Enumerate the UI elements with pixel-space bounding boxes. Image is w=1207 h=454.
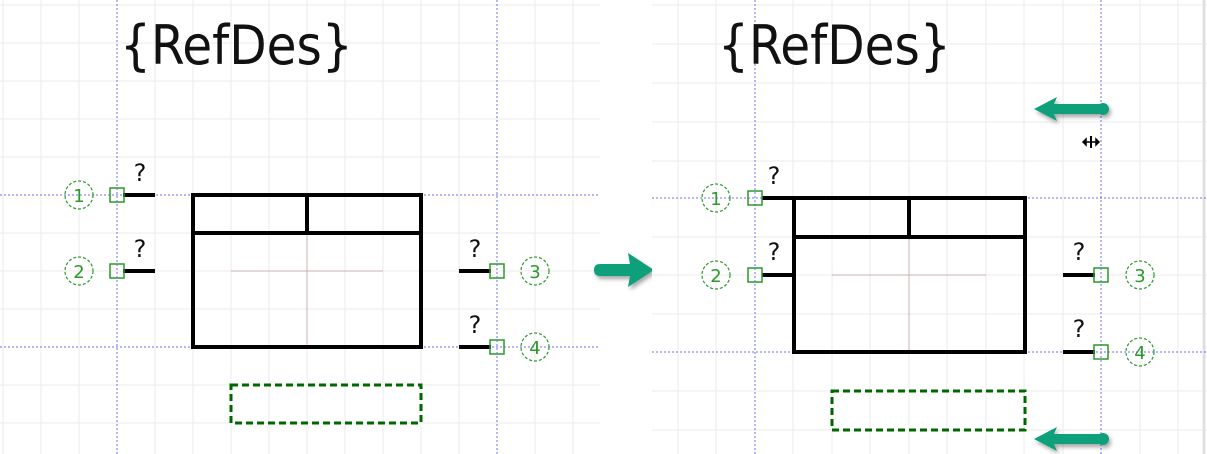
pin-number: 3 xyxy=(1134,266,1145,287)
pin-1[interactable]: 1 ? xyxy=(64,159,155,210)
left-arrow-icon xyxy=(1034,427,1109,451)
move-horizontal-cursor-icon xyxy=(1081,136,1101,148)
component-body[interactable] xyxy=(191,193,423,349)
pin-number-circle xyxy=(701,183,731,213)
pin-1[interactable]: 1 ? xyxy=(701,162,794,213)
pin-number-circle xyxy=(701,260,731,290)
pin-name: ? xyxy=(1073,315,1086,343)
pin-marker[interactable] xyxy=(109,263,125,279)
after-canvas: {RefDes} 1 ? 2 ? 3 xyxy=(652,0,1207,454)
pin-number: 1 xyxy=(710,189,721,210)
pin-number-circle xyxy=(520,332,550,362)
pin-marker[interactable] xyxy=(1093,344,1109,360)
before-canvas: {RefDes} 1 ? 2 ? 3 xyxy=(0,0,600,454)
pin-marker[interactable] xyxy=(489,263,505,279)
pin-4[interactable]: 4 ? xyxy=(459,311,550,362)
pin-name: ? xyxy=(768,162,781,190)
left-arrow-icon xyxy=(1034,97,1109,121)
pin-marker[interactable] xyxy=(747,190,763,206)
pin-name: ? xyxy=(469,311,482,339)
refdes-label[interactable]: {RefDes} xyxy=(718,14,951,77)
pin-marker[interactable] xyxy=(489,339,505,355)
pin-number: 1 xyxy=(73,186,84,207)
before-panel: {RefDes} 1 ? 2 ? 3 xyxy=(0,0,600,454)
pin-2[interactable]: 2 ? xyxy=(64,235,155,286)
pin-name: ? xyxy=(134,235,147,263)
pin-name: ? xyxy=(768,238,781,266)
pin-number-circle xyxy=(64,180,94,210)
pin-marker[interactable] xyxy=(1093,267,1109,283)
pin-number-circle xyxy=(520,256,550,286)
after-panel: {RefDes} 1 ? 2 ? 3 xyxy=(652,0,1207,454)
value-placeholder-box[interactable] xyxy=(229,383,423,425)
pin-name: ? xyxy=(134,159,147,187)
pin-marker[interactable] xyxy=(747,267,763,283)
pin-2[interactable]: 2 ? xyxy=(701,238,794,290)
pin-number: 4 xyxy=(1134,343,1145,364)
pin-3[interactable]: 3 ? xyxy=(1063,238,1155,290)
refdes-label[interactable]: {RefDes} xyxy=(120,14,353,77)
pin-number-circle xyxy=(1125,260,1155,290)
pin-name: ? xyxy=(469,235,482,263)
pin-number: 4 xyxy=(529,338,540,359)
pin-number: 3 xyxy=(529,262,540,283)
pin-4[interactable]: 4 ? xyxy=(1063,315,1155,367)
pin-name: ? xyxy=(1073,238,1086,266)
pin-number-circle xyxy=(1125,337,1155,367)
grid xyxy=(0,0,600,454)
pin-marker[interactable] xyxy=(109,187,125,203)
pin-number: 2 xyxy=(73,262,84,283)
value-placeholder-box[interactable] xyxy=(830,389,1027,432)
right-arrow-icon xyxy=(594,253,654,287)
pin-number-circle xyxy=(64,256,94,286)
pin-number: 2 xyxy=(710,266,721,287)
pin-3[interactable]: 3 ? xyxy=(459,235,550,286)
